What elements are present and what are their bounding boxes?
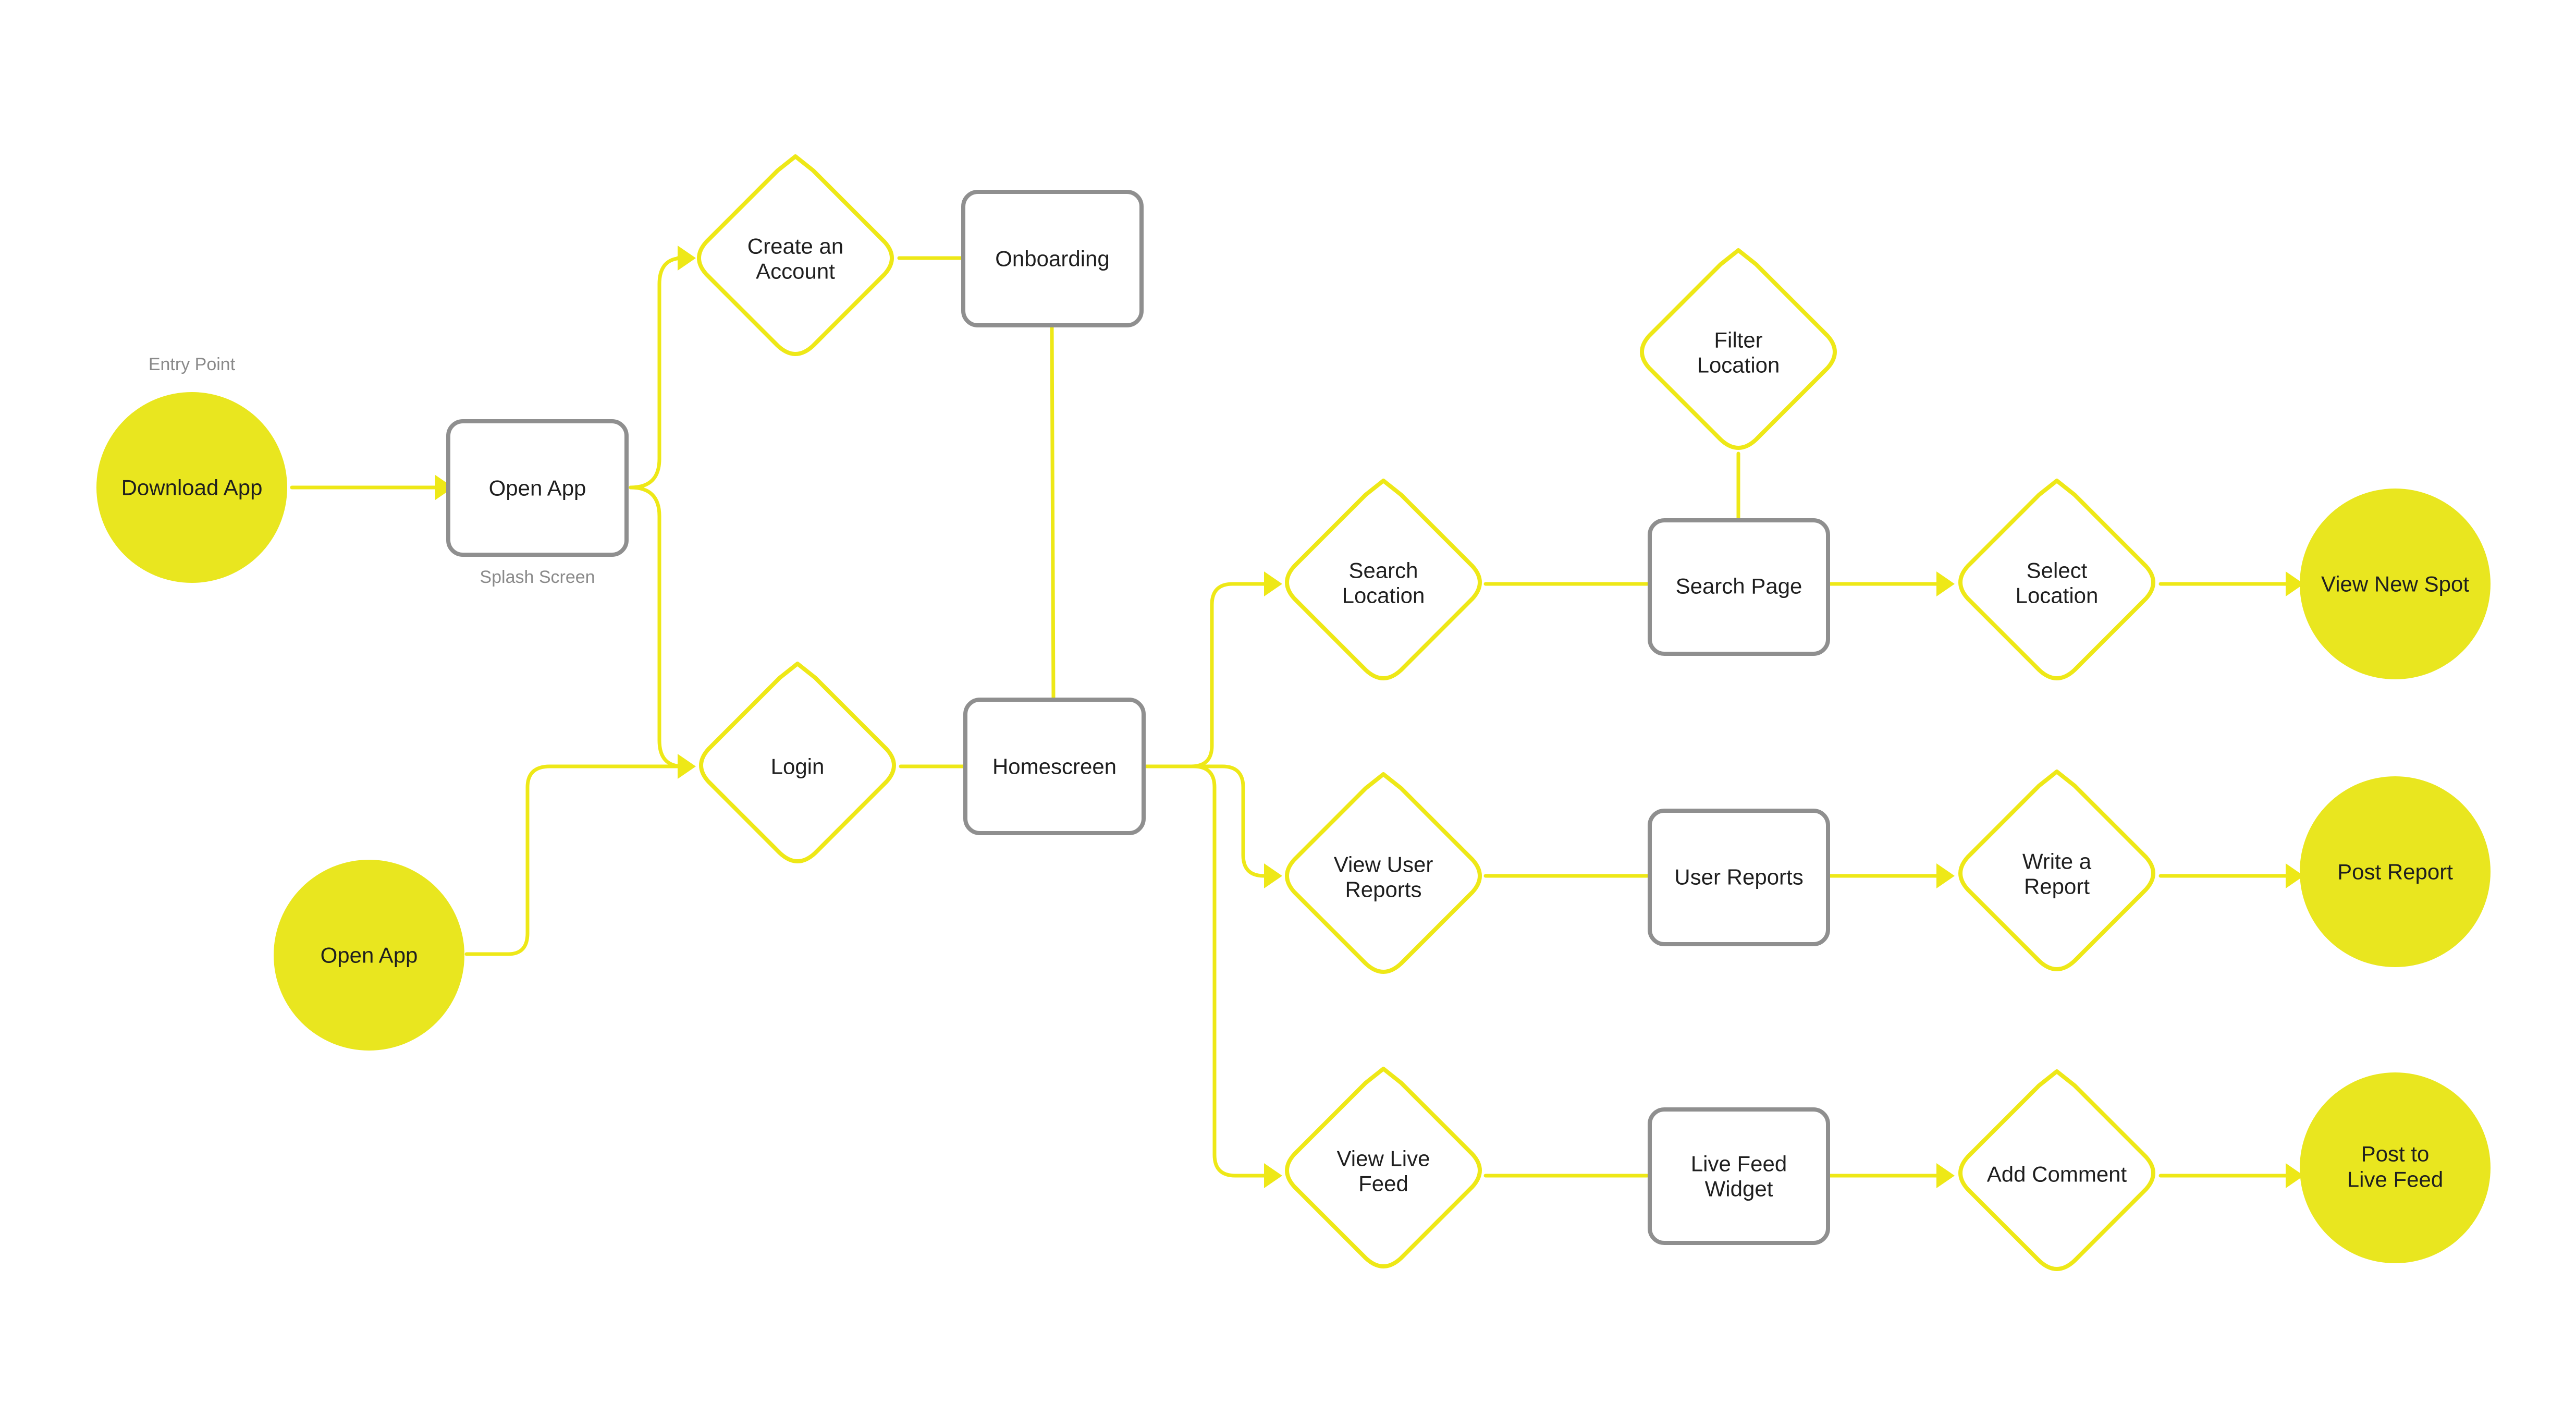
- node-add-comment: Add Comment: [1958, 1069, 2155, 1271]
- node-label: Homescreen: [992, 754, 1117, 779]
- arrowhead: [678, 754, 696, 779]
- node-label: Add Comment: [1987, 1162, 2127, 1187]
- node-label-line2: Location: [1342, 583, 1425, 608]
- node-label: Open App: [489, 476, 586, 501]
- node-label: View New Spot: [2321, 572, 2469, 596]
- entry-point-caption: Entry Point: [149, 355, 236, 374]
- arrowhead: [2286, 863, 2304, 888]
- node-select-location: Select Location: [1958, 479, 2155, 680]
- node-label-line2: Report: [2024, 874, 2090, 899]
- splash-screen-caption: Splash Screen: [480, 567, 595, 587]
- node-label: User Reports: [1674, 865, 1803, 889]
- node-label-line2: Reports: [1345, 877, 1421, 902]
- arrowhead: [435, 475, 453, 500]
- node-post-report: Post Report: [2300, 776, 2491, 967]
- node-create-account: Create an Account: [697, 154, 894, 356]
- node-view-live-feed: View Live Feed: [1285, 1067, 1482, 1268]
- arrowhead: [1936, 571, 1955, 596]
- node-view-user-reports: View User Reports: [1285, 772, 1482, 974]
- connector-home-to-livefeed: [1140, 764, 1266, 1178]
- arrowhead: [1264, 1163, 1282, 1188]
- arrowhead: [678, 246, 696, 271]
- node-onboarding: Onboarding: [961, 190, 1144, 327]
- node-label: Onboarding: [995, 247, 1110, 271]
- node-label: Search Page: [1676, 574, 1802, 599]
- node-label: Download App: [121, 475, 263, 500]
- node-label-line1: View User: [1334, 852, 1433, 877]
- connector-open-to-create: [629, 256, 685, 490]
- node-login: Login: [699, 662, 896, 863]
- node-search-location: Search Location: [1285, 479, 1482, 680]
- node-user-reports: User Reports: [1648, 809, 1830, 946]
- connector-onboarding-to-homescreen: [1050, 324, 1056, 701]
- node-label: Post Report: [2337, 860, 2453, 884]
- arrowhead: [2286, 1163, 2304, 1188]
- node-label-line2: Location: [1697, 353, 1780, 377]
- node-open-app-splash: Open App: [446, 419, 629, 557]
- node-open-app-entry: Open App: [274, 860, 464, 1051]
- connector-home-to-reports: [1140, 764, 1266, 878]
- node-label-line1: Write a: [2022, 849, 2092, 874]
- node-view-new-spot: View New Spot: [2300, 489, 2491, 679]
- node-label: Login: [771, 754, 825, 779]
- node-write-a-report: Write a Report: [1958, 770, 2155, 971]
- node-label-line2: Feed: [1358, 1171, 1408, 1196]
- node-label-line2: Widget: [1705, 1177, 1773, 1201]
- node-post-to-live-feed: Post to Live Feed: [2300, 1072, 2491, 1263]
- node-homescreen: Homescreen: [963, 698, 1146, 835]
- connector-open-to-login: [629, 485, 685, 768]
- node-label-line1: View Live: [1337, 1146, 1430, 1171]
- arrowhead: [2286, 571, 2304, 596]
- node-label-line2: Location: [2016, 583, 2099, 608]
- node-download-app: Download App: [96, 392, 287, 583]
- node-search-page: Search Page: [1648, 518, 1830, 656]
- arrowhead: [1936, 1163, 1955, 1188]
- node-label-line2: Live Feed: [2347, 1167, 2443, 1192]
- node-label-line1: Post to: [2361, 1142, 2430, 1166]
- connector-home-to-search: [1140, 582, 1266, 768]
- arrowhead: [1264, 571, 1282, 596]
- node-label-line1: Filter: [1714, 328, 1762, 352]
- arrowhead: [1936, 863, 1955, 888]
- node-label-line1: Search: [1348, 558, 1418, 583]
- node-label-line1: Select: [2027, 558, 2088, 583]
- node-label-line2: Account: [756, 259, 835, 284]
- node-label: Open App: [321, 943, 418, 968]
- connector-openapp-to-login: [464, 764, 680, 956]
- node-label-line1: Create an: [747, 234, 843, 259]
- node-label-line1: Live Feed: [1691, 1152, 1787, 1176]
- arrowhead: [1264, 863, 1282, 888]
- node-filter-location: Filter Location: [1640, 248, 1837, 450]
- node-live-feed-widget: Live Feed Widget: [1648, 1107, 1830, 1245]
- connectors: [290, 246, 2304, 1188]
